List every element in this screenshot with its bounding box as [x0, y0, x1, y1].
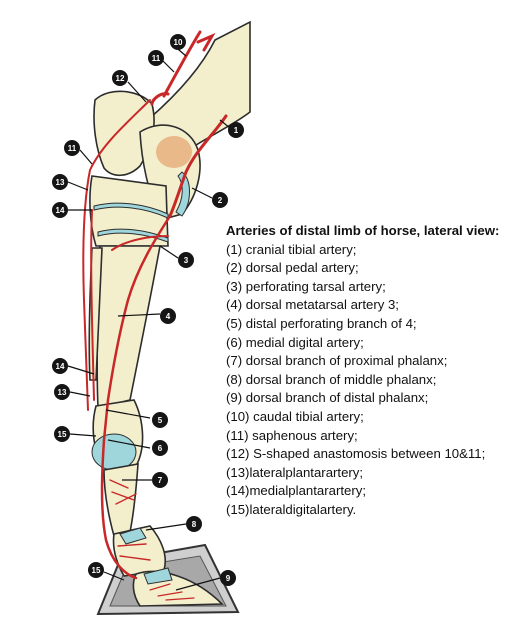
callout-14-lower: 14 — [52, 358, 68, 374]
svg-text:11: 11 — [68, 144, 77, 153]
leader-lines — [67, 43, 231, 591]
svg-text:1: 1 — [234, 126, 239, 135]
svg-text:12: 12 — [116, 74, 125, 83]
callout-12: 12 — [112, 70, 128, 86]
callout-1: 1 — [228, 122, 244, 138]
svg-text:15: 15 — [58, 430, 67, 439]
legend-item-9: (9) dorsal branch of distal phalanx; — [226, 390, 429, 406]
callout-6: 6 — [152, 440, 168, 456]
tarsal-joint-line-2 — [97, 228, 169, 243]
svg-text:7: 7 — [158, 476, 163, 485]
legend-item-5: (5) distal perforating branch of 4; — [226, 315, 417, 331]
legend-item-13: (13)lateralplantarartery; — [226, 464, 364, 480]
legend-item-11: (11) saphenous artery; — [226, 427, 358, 443]
callout-10: 10 — [170, 34, 186, 50]
svg-text:13: 13 — [58, 388, 67, 397]
callout-13-upper: 13 — [52, 174, 68, 190]
legend-item-4: (4) dorsal metatarsal artery 3; — [226, 297, 399, 313]
callout-7: 7 — [152, 472, 168, 488]
callout-14-upper: 14 — [52, 202, 68, 218]
coffin-cartilage — [143, 567, 173, 585]
legend-item-2: (2) dorsal pedal artery; — [226, 260, 359, 276]
legend-item-12: (12) S-shaped anastomosis between 10&11; — [226, 446, 486, 462]
svg-text:10: 10 — [174, 38, 183, 47]
legend-item-15: (15)lateraldigitalartery. — [226, 501, 357, 517]
callout-11-top: 11 — [148, 50, 164, 66]
legend-item-10: (10) caudal tibial artery; — [226, 408, 364, 424]
pastern-cartilage — [119, 527, 147, 545]
legend-title: Arteries of distal limb of horse, latera… — [226, 223, 500, 238]
callout-8: 8 — [186, 516, 202, 532]
callout-15-upper: 15 — [54, 426, 70, 442]
svg-text:3: 3 — [184, 256, 189, 265]
legend-item-3: (3) perforating tarsal artery; — [226, 278, 386, 294]
legend-item-6: (6) medial digital artery; — [226, 334, 364, 350]
callout-15-lower: 15 — [88, 562, 104, 578]
callout-4: 4 — [160, 308, 176, 324]
svg-text:9: 9 — [226, 574, 231, 583]
callout-13-lower: 13 — [54, 384, 70, 400]
svg-text:8: 8 — [192, 520, 197, 529]
svg-text:14: 14 — [56, 362, 65, 371]
svg-text:5: 5 — [158, 416, 163, 425]
talus-highlight — [156, 136, 192, 168]
callout-2: 2 — [212, 192, 228, 208]
callout-11-side: 11 — [64, 140, 80, 156]
svg-text:13: 13 — [56, 178, 65, 187]
legend-item-1: (1) cranial tibial artery; — [226, 241, 357, 257]
svg-text:2: 2 — [218, 196, 223, 205]
callout-9: 9 — [220, 570, 236, 586]
callout-3: 3 — [178, 252, 194, 268]
svg-text:11: 11 — [152, 54, 161, 63]
legend-item-7: (7) dorsal branch of proximal phalanx; — [226, 353, 448, 369]
legend: Arteries of distal limb of horse, latera… — [226, 222, 516, 520]
legend-item-8: (8) dorsal branch of middle phalanx; — [226, 371, 437, 387]
legend-item-14: (14)medialplantarartery; — [226, 483, 366, 499]
svg-text:4: 4 — [166, 312, 171, 321]
arteries — [82, 30, 228, 601]
callout-5: 5 — [152, 412, 168, 428]
cannon-bone — [96, 245, 161, 410]
svg-text:6: 6 — [158, 444, 163, 453]
calcaneus-bone — [93, 90, 155, 177]
svg-text:15: 15 — [92, 566, 101, 575]
svg-text:14: 14 — [56, 206, 65, 215]
talus-cartilage — [175, 171, 190, 217]
sesamoid — [91, 433, 137, 471]
